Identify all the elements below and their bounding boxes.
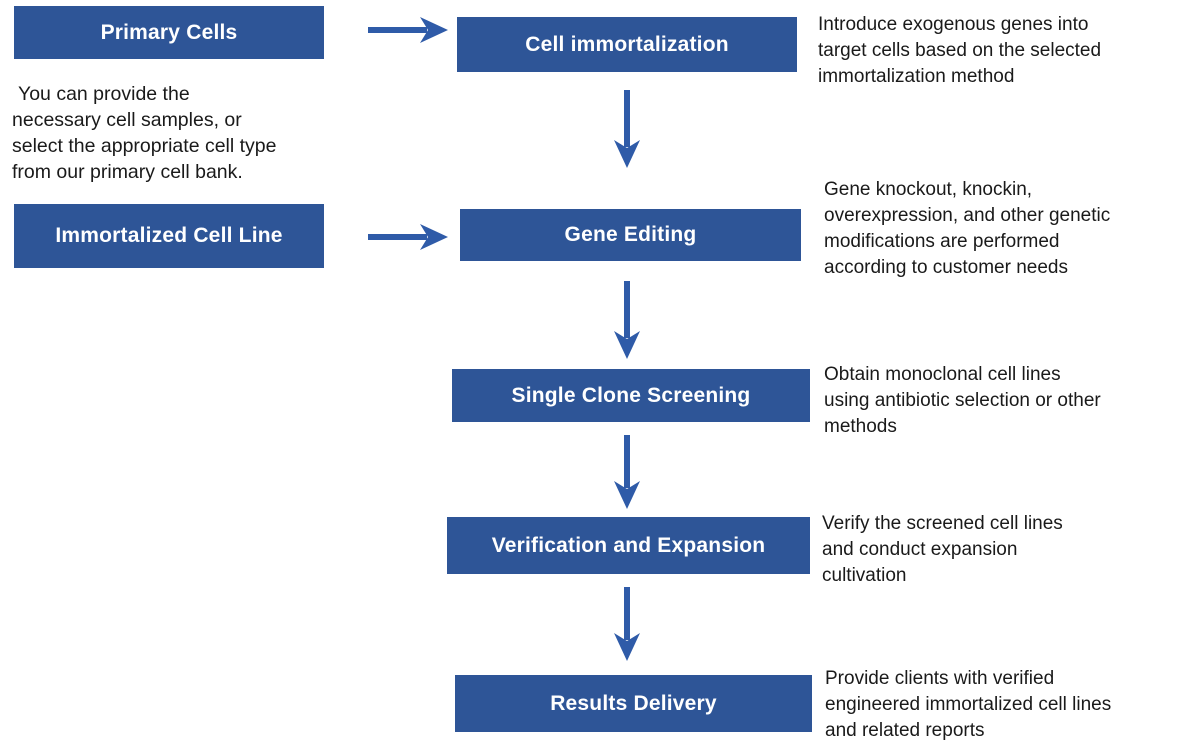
results-delivery-box: Results Delivery — [455, 675, 812, 732]
verification-and-expansion-label: Verification and Expansion — [491, 533, 766, 557]
arrow-immortalized-to-gene-editing-icon — [366, 222, 448, 252]
results-delivery-label: Results Delivery — [550, 691, 717, 715]
gene-editing-box: Gene Editing — [460, 209, 801, 261]
verification-and-expansion-description: Verify the screened cell lines and condu… — [822, 513, 1063, 586]
single-clone-screening-description: Obtain monoclonal cell lines using antib… — [824, 364, 1101, 437]
single-clone-screening-box: Single Clone Screening — [452, 369, 810, 422]
primary-cells-note: You can provide the necessary cell sampl… — [12, 83, 277, 183]
arrow-primary-to-immortalization-icon — [366, 15, 448, 45]
gene-editing-label: Gene Editing — [564, 223, 697, 246]
immortalized-cell-line-label: Immortalized Cell Line — [55, 224, 283, 247]
gene-editing-description: Gene knockout, knockin, overexpression, … — [824, 179, 1111, 278]
arrow-immortalization-to-gene-editing-icon — [612, 88, 642, 168]
results-delivery-description: Provide clients with verified engineered… — [825, 668, 1112, 741]
arrow-screening-to-verification-icon — [612, 433, 642, 509]
verification-and-expansion-box: Verification and Expansion — [447, 517, 810, 574]
cell-immortalization-label: Cell immortalization — [525, 32, 729, 56]
primary-cells-label: Primary Cells — [100, 20, 238, 44]
single-clone-screening-label: Single Clone Screening — [511, 383, 751, 407]
primary-cells-box: Primary Cells — [14, 6, 324, 59]
immortalized-cell-line-box: Immortalized Cell Line — [14, 204, 324, 268]
arrow-verification-to-results-icon — [612, 585, 642, 661]
arrow-gene-editing-to-screening-icon — [612, 279, 642, 359]
cell-immortalization-description: Introduce exogenous genes into target ce… — [818, 14, 1102, 87]
cell-immortalization-box: Cell immortalization — [457, 17, 797, 72]
